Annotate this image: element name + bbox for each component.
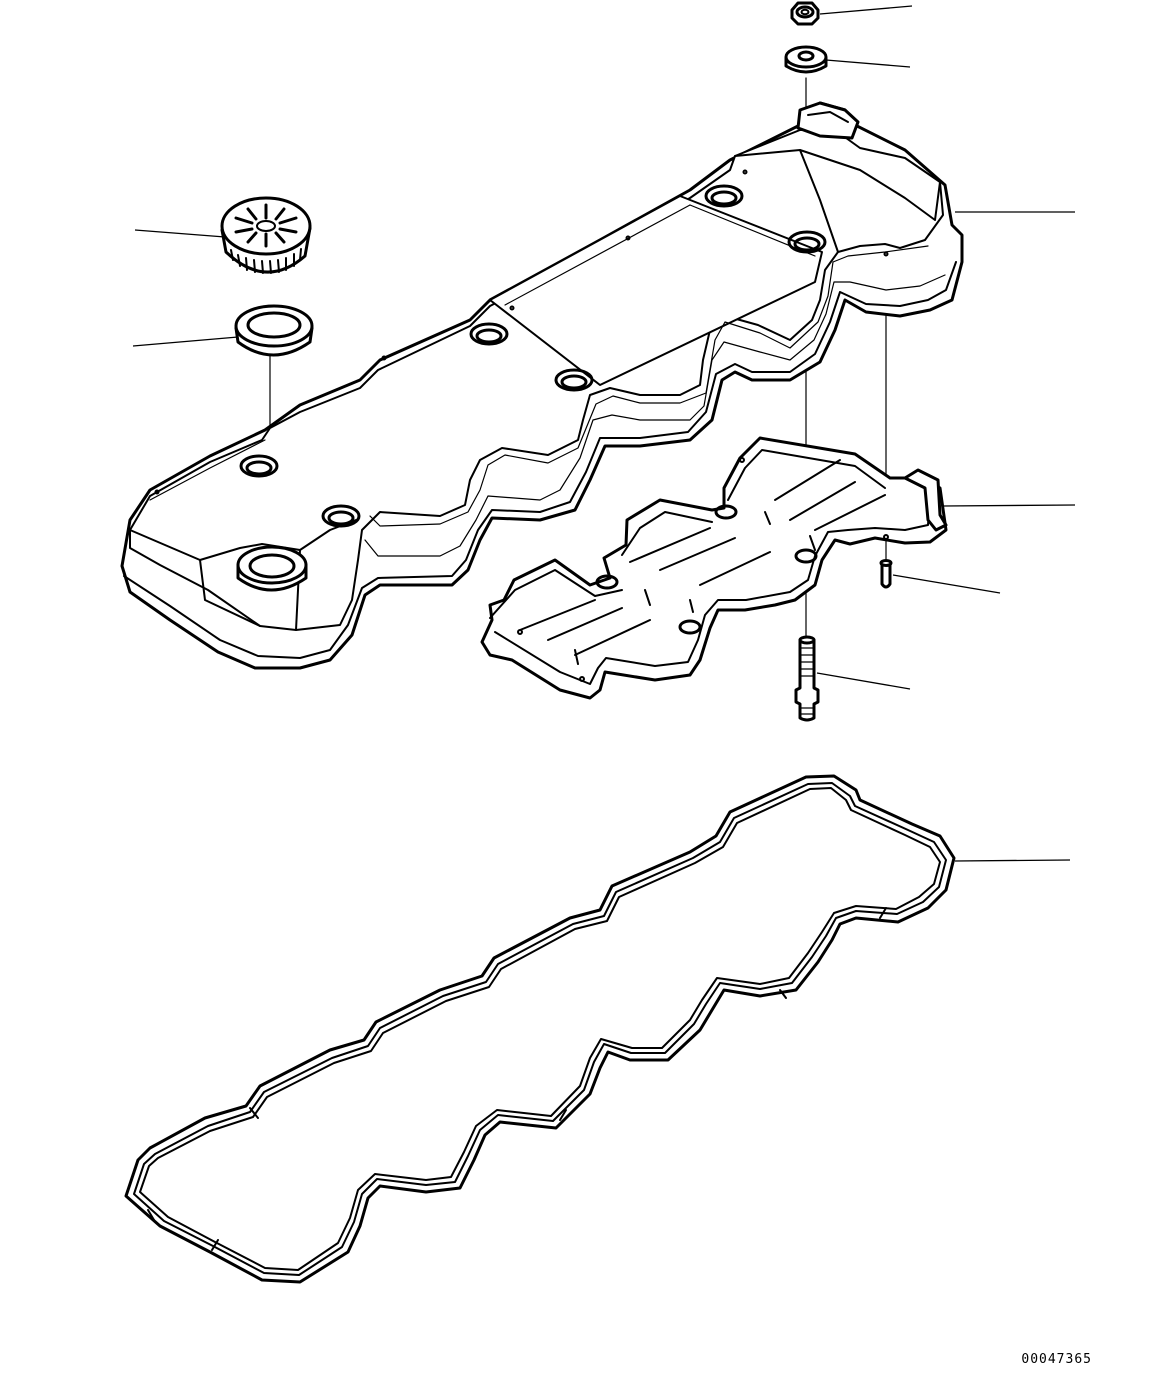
cover-stud xyxy=(796,637,818,720)
drawing-reference-number: 00047365 xyxy=(1021,1352,1092,1367)
filler-cap-seal xyxy=(236,306,312,355)
leader-filler-cap-seal xyxy=(133,337,238,346)
stud-threads xyxy=(800,648,814,714)
cover-bolt-holes xyxy=(241,186,825,526)
leader-baffle-plate xyxy=(943,505,1075,506)
leader-cover-stud xyxy=(817,673,910,689)
leader-flange-nut xyxy=(820,6,912,14)
flange-nut xyxy=(792,3,818,24)
leader-cover-gasket xyxy=(955,860,1070,861)
leader-lines xyxy=(133,6,1075,861)
baffle-plate xyxy=(482,438,946,698)
cover-gasket xyxy=(126,776,954,1282)
cap-top-marks xyxy=(236,205,296,246)
oil-filler-cap xyxy=(222,198,310,273)
leader-grommet xyxy=(826,60,910,67)
leader-baffle-screw xyxy=(893,575,1000,593)
baffle-screw xyxy=(881,561,891,588)
cover-filler-neck xyxy=(238,547,306,590)
valve-cover xyxy=(122,103,962,668)
grommet xyxy=(786,47,826,72)
cap-grip-ribs xyxy=(231,249,301,273)
leader-oil-filler-cap xyxy=(135,230,225,237)
